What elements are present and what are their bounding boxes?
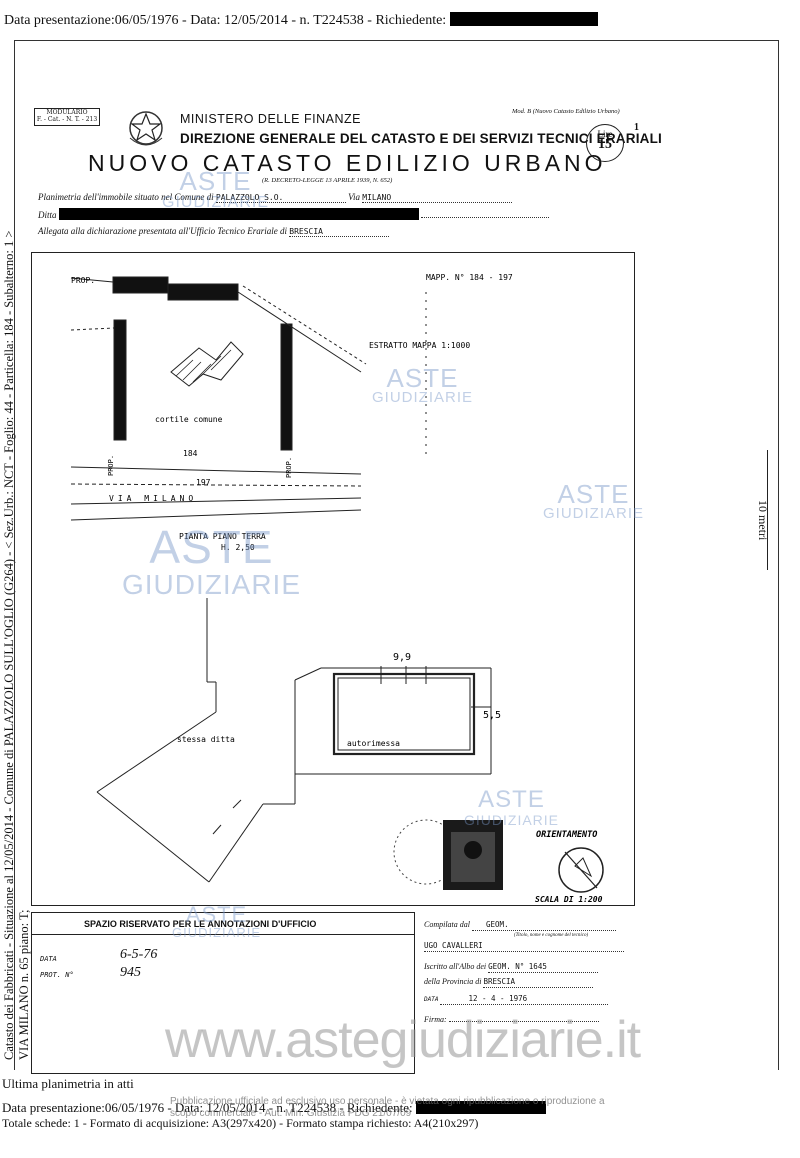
- map-estratto: ESTRATTO MAPPA 1:1000: [369, 341, 470, 350]
- right-scale-line: [767, 450, 768, 570]
- office-prot-label: PROT. N°: [40, 971, 74, 979]
- dim-width: 9,9: [393, 652, 411, 663]
- signature: [448, 1011, 599, 1022]
- decree-text: (R. DECRETO-LEGGE 13 APRILE 1939, N. 652…: [262, 177, 393, 184]
- map-mapp: MAPP. N° 184 - 197: [426, 273, 513, 282]
- footer-line1: Data presentazione:06/05/1976 - Data: 12…: [2, 1100, 546, 1116]
- sheet-number: 1: [634, 122, 639, 133]
- header-text: Data presentazione:06/05/1976 - Data: 12…: [4, 13, 447, 28]
- office-prot-value: 945: [120, 965, 141, 980]
- plan-height: H. 2,50: [221, 543, 255, 552]
- plan-drawing: PROP. MAPP. N° 184 - 197 ESTRATTO MAPPA …: [70, 273, 604, 904]
- footer-redaction: [415, 1101, 546, 1114]
- watermark-site: www.astegiudiziarie.it: [165, 1011, 641, 1069]
- map-prop-top: PROP.: [71, 276, 95, 285]
- stamp-seal: [393, 819, 503, 890]
- side-text-line2: VIA MILANO n. 65 piano: T;: [17, 909, 31, 1060]
- allegata-row: Allegata alla dichiarazione presentata a…: [38, 226, 390, 237]
- compiler-block: Compilata dal GEOM. (Titolo, nome e cogn…: [424, 920, 634, 1025]
- side-address-text: VIA MILANO n. 65 piano: T;: [17, 860, 32, 1060]
- ditta-redaction: [58, 208, 419, 220]
- document-title: NUOVO CATASTO EDILIZIO URBANO: [88, 150, 607, 176]
- watermark-2: ASTE GIUDIZIARIE: [372, 363, 474, 406]
- footer-line2: Totale schede: 1 - Formato di acquisizio…: [2, 1116, 479, 1130]
- emblem-icon: [129, 111, 163, 146]
- room-stessa-ditta: stessa ditta: [177, 735, 235, 744]
- north-arrow-icon: [558, 847, 604, 893]
- planimetry-row: Planimetria dell'immobile situato nel Co…: [38, 192, 513, 203]
- dim-height: 5,5: [483, 710, 501, 721]
- floor-plan: [96, 598, 492, 883]
- redaction-bar: [449, 12, 598, 26]
- watermark-6: ASTE GIUDIZIARIE: [172, 902, 262, 941]
- plan-title: PIANTA PIANO TERRA: [179, 532, 266, 541]
- watermark-bottom: Pubblicazione ufficiale ad esclusivo uso…: [170, 1096, 605, 1119]
- ministry-title: MINISTERO DELLE FINANZE: [180, 112, 361, 126]
- office-box: SPAZIO RISERVATO PER LE ANNOTAZIONI D'UF…: [31, 912, 415, 1074]
- office-date-label: DATA: [40, 955, 57, 963]
- office-header: SPAZIO RISERVATO PER LE ANNOTAZIONI D'UF…: [32, 913, 414, 935]
- watermark-1: ASTE GIUDIZIARIE: [162, 166, 270, 211]
- map-via-milano: VIA MILANO: [109, 494, 197, 503]
- outer-right-border: [778, 40, 779, 1070]
- watermark-5: ASTE GIUDIZIARIE: [464, 786, 560, 829]
- map-prop-right: PROP.: [285, 457, 293, 478]
- footer-ultima: Ultima planimetria in atti: [2, 1076, 134, 1091]
- ditta-row: Ditta: [38, 208, 550, 220]
- mod-b-text: Mod. B (Nuovo Catasto Edilizio Urbano): [512, 108, 620, 115]
- map-extract: [70, 276, 427, 521]
- direction-title: DIREZIONE GENERALE DEL CATASTO E DEI SER…: [180, 131, 662, 146]
- room-autorimessa: autorimessa: [347, 739, 400, 748]
- modulario-box: MODULARIO F. - Cat. - N. T. - 213: [34, 108, 100, 126]
- outer-top-border: [14, 40, 779, 41]
- header-line: Data presentazione:06/05/1976 - Data: 12…: [4, 12, 598, 29]
- office-date-value: 6-5-76: [120, 947, 158, 962]
- map-n184: 184: [183, 449, 198, 458]
- watermark-3: ASTE GIUDIZIARIE: [543, 479, 645, 522]
- lire-stamp: Lire 15: [586, 124, 624, 162]
- map-cortile: cortile comune: [155, 415, 223, 424]
- map-prop-left: PROP.: [107, 455, 115, 476]
- watermark-4: ASTE GIUDIZIARIE: [122, 521, 302, 600]
- scale-label: SCALA DI 1:200: [535, 895, 603, 904]
- outer-left-border: [14, 40, 15, 1070]
- orientamento-label: ORIENTAMENTO: [536, 830, 597, 840]
- drawing-frame: [31, 252, 635, 906]
- map-n197: 197: [196, 478, 211, 487]
